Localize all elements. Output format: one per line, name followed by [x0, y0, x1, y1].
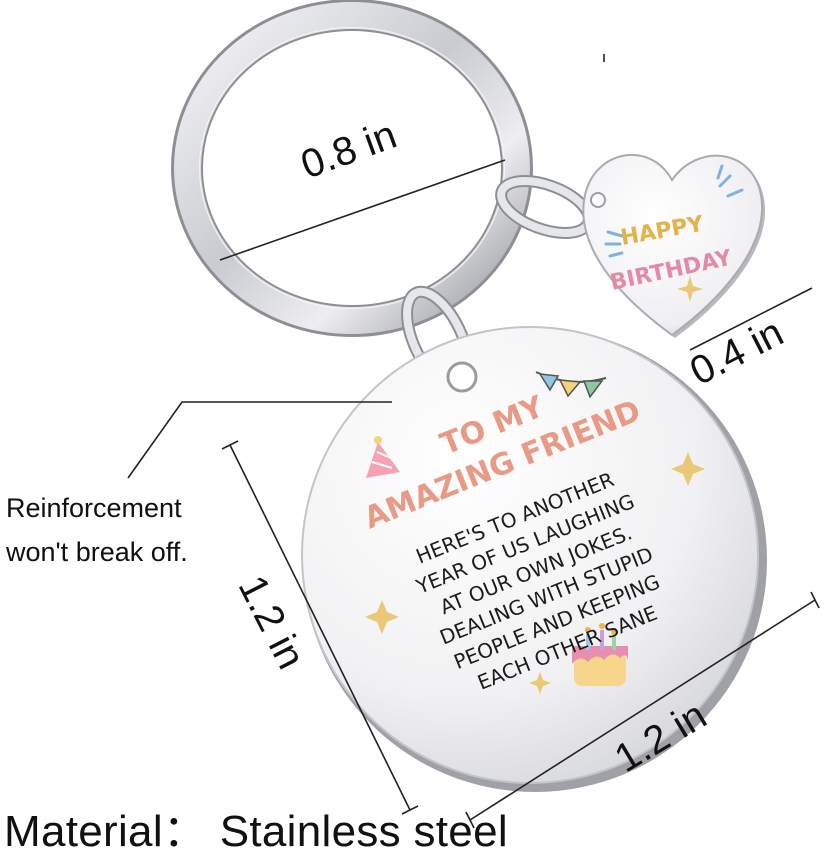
- callout-line: Reinforcement: [6, 493, 182, 523]
- ring-diameter-line: [219, 159, 506, 261]
- reinforcement-callout: Reinforcement won't break off.: [6, 486, 256, 574]
- heart-tag: HAPPY BIRTHDAY: [582, 154, 766, 338]
- material-caption: Material： Stainless steel: [4, 807, 508, 856]
- party-hat-icon: [366, 436, 400, 478]
- heart-width-line: [689, 287, 813, 351]
- bunting-decoration: [535, 371, 607, 399]
- birthday-cake-icon: [572, 623, 628, 686]
- disc-height-line: [229, 444, 411, 811]
- callout-line: won't break off.: [6, 537, 188, 567]
- sparkle-icon: [529, 672, 551, 694]
- sparkle-icon: [365, 600, 399, 634]
- round-disc-tag: TO MY AMAZING FRIEND HERE'S TO ANOTHER Y…: [301, 326, 767, 792]
- callout-leader-line: [127, 401, 392, 479]
- dimension-lines: [127, 54, 820, 829]
- disc-width-line: [469, 599, 816, 821]
- split-ring: [171, 0, 533, 337]
- sparkle-icon: [671, 452, 705, 486]
